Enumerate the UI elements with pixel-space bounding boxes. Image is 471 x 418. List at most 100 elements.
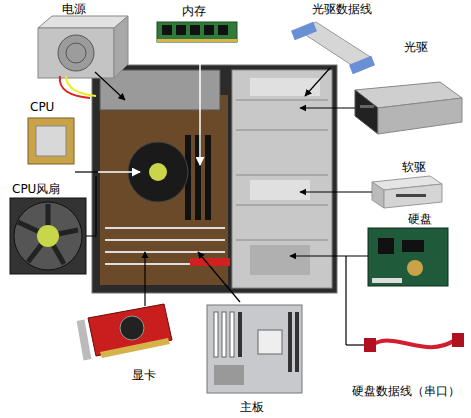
- motherboard-image: [288, 312, 292, 372]
- power-supply-image: [38, 16, 128, 28]
- ribbon-cable-image: [349, 56, 375, 74]
- part-label: CPU: [30, 100, 54, 114]
- memory-image: [204, 25, 214, 35]
- memory-image: [218, 25, 228, 35]
- optical-drive-image: [378, 98, 462, 134]
- part-label: 内存: [182, 4, 206, 18]
- cpu-fan-image: [37, 225, 59, 247]
- part-label: 硬盘数据线（串口）: [352, 384, 460, 398]
- motherboard-image: [230, 312, 234, 357]
- leader-line: [305, 68, 330, 96]
- part-label: 硬盘: [408, 212, 432, 226]
- memory-image: [157, 22, 237, 42]
- motherboard-image: [222, 312, 226, 357]
- computer-case: [92, 65, 337, 293]
- leader-line: [86, 176, 96, 236]
- sata-cable-image: [364, 338, 376, 352]
- computer-case: [236, 130, 328, 131]
- computer-case: [149, 163, 167, 181]
- power-supply-image: [66, 43, 86, 63]
- leader-line: [199, 45, 201, 165]
- part-label: CPU风扇: [12, 182, 60, 196]
- leader-line: [75, 171, 98, 172]
- floppy-drive-image: [384, 184, 442, 208]
- power-supply-image: [114, 16, 128, 78]
- hard-disk-image: [368, 228, 448, 286]
- part-label: 光驱: [404, 40, 428, 54]
- part-label: 软驱: [402, 160, 426, 174]
- cpu-image: [36, 126, 66, 156]
- leader-line: [300, 107, 355, 108]
- motherboard-image: [295, 312, 299, 372]
- ribbon-cable-image: [291, 22, 317, 40]
- power-supply-image: [38, 28, 114, 78]
- graphics-card-image: [100, 338, 170, 358]
- motherboard-image: [258, 330, 282, 354]
- leader-line: [300, 191, 372, 192]
- leader-line: [144, 252, 145, 306]
- hard-disk-image: [402, 240, 424, 252]
- leader-line: [75, 45, 372, 345]
- sata-cable-image: [452, 333, 464, 347]
- leader-line: [198, 252, 240, 302]
- cpu-fan-image: [10, 198, 86, 274]
- power-supply-image: [66, 76, 96, 96]
- part-label: 光驱数据线: [312, 2, 372, 16]
- cpu-fan-image: [18, 204, 78, 264]
- computer-case: [236, 205, 328, 206]
- computer-case: [105, 239, 225, 241]
- leader-line: [290, 255, 368, 256]
- computer-case: [205, 135, 211, 220]
- motherboard-image: [238, 312, 242, 357]
- computer-case: [100, 95, 228, 285]
- memory-image: [162, 25, 172, 35]
- memory-image: [190, 25, 200, 35]
- power-supply-image: [58, 35, 94, 71]
- sata-cable-image: [364, 333, 464, 352]
- memory-image: [157, 39, 237, 42]
- motherboard-image: [214, 365, 244, 385]
- computer-case: [232, 70, 332, 288]
- cpu-image: [28, 118, 74, 164]
- computer-case: [250, 180, 310, 200]
- part-label: 电源: [62, 2, 86, 16]
- part-label: 主板: [240, 400, 264, 414]
- optical-drive-image: [355, 90, 378, 134]
- graphics-card-image: [77, 304, 172, 360]
- computer-case: [100, 70, 220, 110]
- computer-case: [190, 258, 230, 266]
- motherboard-image: [207, 305, 302, 393]
- floppy-drive-image: [372, 176, 442, 208]
- leader-line: [345, 256, 346, 345]
- leader-line: [346, 344, 364, 345]
- hard-disk-image: [372, 278, 402, 283]
- computer-case: [236, 240, 328, 241]
- optical-drive-image: [360, 105, 374, 108]
- computer-case: [250, 78, 320, 96]
- graphics-card-image: [77, 320, 92, 361]
- hard-disk-image: [368, 228, 448, 286]
- memory-image: [157, 22, 237, 42]
- motherboard-image: [207, 305, 302, 393]
- part-label: 显卡: [132, 368, 156, 382]
- memory-image: [176, 25, 186, 35]
- computer-case: [105, 227, 225, 229]
- computer-case: [92, 65, 337, 293]
- sata-cable-image: [372, 340, 455, 347]
- computer-case: [250, 245, 310, 275]
- graphics-card-image: [120, 316, 144, 340]
- hard-disk-image: [407, 260, 423, 276]
- floppy-drive-image: [396, 194, 426, 197]
- computer-case: [105, 251, 225, 253]
- cpu-fan-image: [14, 202, 82, 270]
- computer-case: [236, 175, 328, 176]
- leader-line: [95, 72, 125, 100]
- floppy-drive-image: [372, 182, 384, 208]
- power-supply-image: [38, 16, 128, 98]
- leader-line: [98, 171, 140, 173]
- cpu-fan-image: [10, 198, 86, 274]
- optical-drive-image: [355, 82, 462, 134]
